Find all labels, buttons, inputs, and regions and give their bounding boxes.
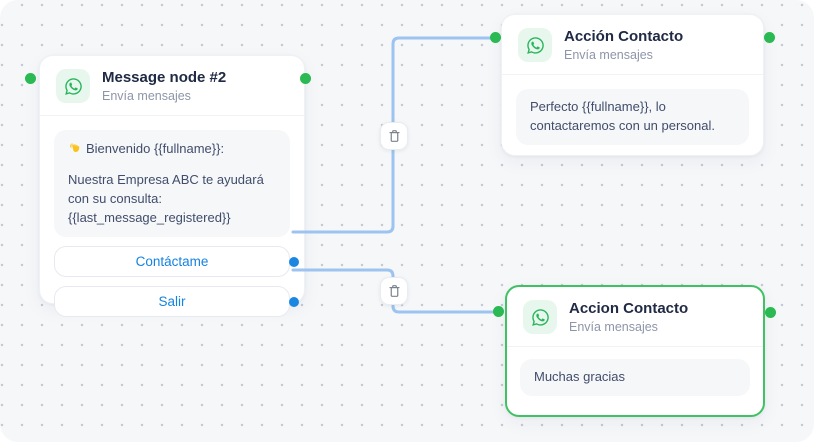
whatsapp-icon bbox=[518, 28, 552, 62]
node-accion-contacto-top[interactable]: Acción Contacto Envía mensajes Perfecto … bbox=[501, 14, 764, 156]
node-title: Acción Contacto bbox=[564, 28, 684, 45]
divider bbox=[502, 74, 763, 75]
node-title: Message node #2 bbox=[102, 69, 227, 86]
trash-icon bbox=[388, 130, 400, 142]
node-output-handle-right[interactable] bbox=[765, 307, 776, 318]
node-subtitle: Envía mensajes bbox=[102, 89, 191, 103]
message-preview: Muchas gracias bbox=[520, 359, 750, 396]
button-label: Contáctame bbox=[135, 254, 209, 270]
quick-reply-button-salir[interactable]: Salir bbox=[54, 286, 299, 318]
message-preview: Perfecto {{fullname}}, lo contactaremos … bbox=[516, 89, 749, 145]
node-subtitle: Envía mensajes bbox=[564, 48, 653, 62]
node-input-handle-left[interactable] bbox=[490, 32, 501, 43]
node-message-node-2[interactable]: Message node #2 Envía mensajes Bienvenid… bbox=[39, 55, 305, 318]
node-header: Acción Contacto Envía mensajes bbox=[502, 15, 763, 74]
node-header: Accion Contacto Envía mensajes bbox=[507, 287, 763, 346]
whatsapp-icon bbox=[523, 300, 557, 334]
message-preview: Bienvenido {{fullname}}: Nuestra Empresa… bbox=[54, 130, 290, 238]
whatsapp-icon bbox=[56, 69, 90, 103]
node-input-handle-left[interactable] bbox=[493, 306, 504, 317]
quick-reply-button-contactame[interactable]: Contáctame bbox=[54, 246, 299, 278]
message-line-2: Nuestra Empresa ABC te ayudará con su co… bbox=[68, 171, 264, 225]
node-body: Muchas gracias bbox=[507, 347, 763, 408]
node-accion-contacto-bottom[interactable]: Accion Contacto Envía mensajes Muchas gr… bbox=[505, 285, 765, 417]
delete-edge-button[interactable] bbox=[380, 277, 408, 305]
node-title: Accion Contacto bbox=[569, 300, 689, 317]
waving-hand-emoji bbox=[68, 140, 83, 161]
trash-icon bbox=[388, 285, 400, 297]
output-connector-dot[interactable] bbox=[289, 256, 299, 267]
node-input-handle-left[interactable] bbox=[25, 73, 36, 84]
output-connector-dot[interactable] bbox=[289, 296, 299, 307]
node-header: Message node #2 Envía mensajes bbox=[40, 56, 304, 115]
node-body: Bienvenido {{fullname}}: Nuestra Empresa… bbox=[40, 116, 304, 332]
node-output-handle-right[interactable] bbox=[300, 73, 311, 84]
message-line-1: Muchas gracias bbox=[534, 369, 626, 384]
node-output-handle-right[interactable] bbox=[764, 32, 775, 43]
divider bbox=[507, 346, 763, 347]
node-body: Perfecto {{fullname}}, lo contactaremos … bbox=[502, 75, 763, 160]
delete-edge-button[interactable] bbox=[380, 122, 408, 150]
message-line-1: Bienvenido {{fullname}}: bbox=[86, 141, 225, 156]
button-label: Salir bbox=[158, 294, 186, 310]
message-line-1: Perfecto {{fullname}}, lo contactaremos … bbox=[530, 99, 715, 133]
divider bbox=[40, 115, 304, 116]
node-subtitle: Envía mensajes bbox=[569, 320, 658, 334]
